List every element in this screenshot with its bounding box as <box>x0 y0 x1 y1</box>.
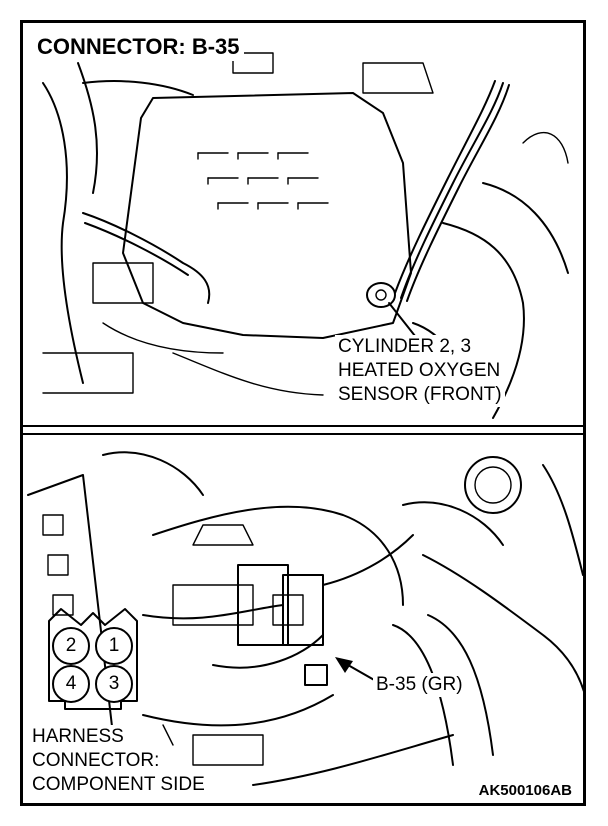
pin-2: 2 <box>52 627 90 665</box>
figure-frame: CONNECTOR: B-35 CYLINDER 2, 3 HEATED OXY… <box>20 20 586 806</box>
connector-tag: B-35 (GR) <box>373 673 466 697</box>
engine-view-panel: CONNECTOR: B-35 CYLINDER 2, 3 HEATED OXY… <box>23 23 583 425</box>
harness-label-line3: COMPONENT SIDE <box>29 773 208 797</box>
harness-callout: HARNESS CONNECTOR: COMPONENT SIDE <box>29 725 208 797</box>
pin-3: 3 <box>95 665 133 703</box>
figure-code: AK500106AB <box>475 782 575 799</box>
page-title: CONNECTOR: B-35 <box>33 33 244 61</box>
connector-tag-label: B-35 (GR) <box>373 673 466 697</box>
sensor-callout: CYLINDER 2, 3 HEATED OXYGEN SENSOR (FRON… <box>335 335 505 407</box>
harness-label-line1: HARNESS <box>29 725 127 749</box>
connector-pin-diagram: 2 1 4 3 <box>47 607 139 711</box>
sensor-label-line3: SENSOR (FRONT) <box>335 383 505 407</box>
connector-drawing <box>27 451 583 786</box>
harness-label-line2: CONNECTOR: <box>29 749 163 773</box>
pin-4: 4 <box>52 665 90 703</box>
sensor-label-line2: HEATED OXYGEN <box>335 359 504 383</box>
sensor-label-line1: CYLINDER 2, 3 <box>335 335 475 359</box>
panel-divider <box>23 425 583 435</box>
connector-view-panel: 2 1 4 3 B-35 (GR) HARNESS CONNECTOR: COM… <box>23 435 583 803</box>
pin-1: 1 <box>95 627 133 665</box>
